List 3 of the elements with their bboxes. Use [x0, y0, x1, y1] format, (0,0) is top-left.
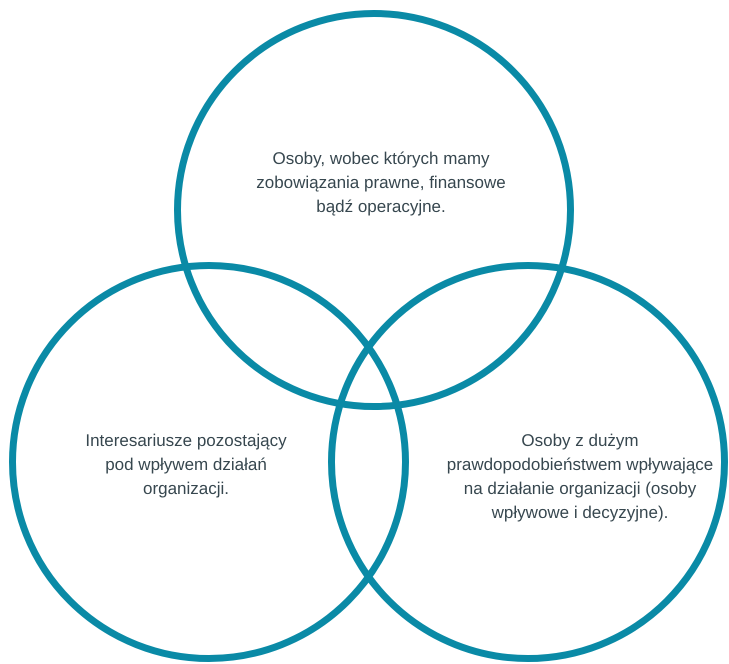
circle-text: Interesariusze pozostający pod wpływem działań organizacji.	[84, 430, 288, 500]
circle-text: Osoby z dużym prawdopodobieństwem wpływające na działanie organizacji (osoby wpływowe i decyzyjne).	[446, 430, 714, 524]
circle-text: Osoby, wobec których mamy zobowiązania prawne, finansowe bądź operacyjne.	[255, 148, 507, 218]
